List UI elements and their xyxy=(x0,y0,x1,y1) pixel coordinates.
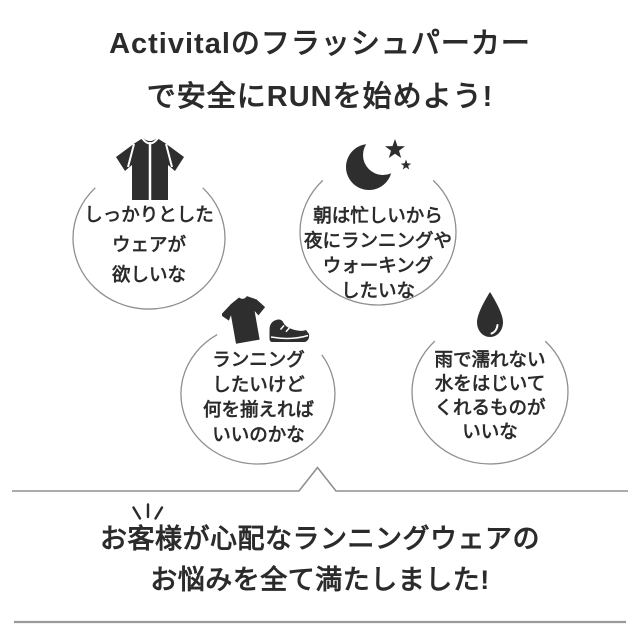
emphasis-sparkle-icon xyxy=(132,503,164,520)
bubble-3-text: ランニング したいけど 何を揃えれば いいのかな xyxy=(182,347,335,447)
separator-caret-line xyxy=(12,466,628,492)
footer-statement: お客様が心配なランニングウェアの お悩みを全て満たしました! xyxy=(0,519,640,601)
title-line-2: で安全にRUNを始めよう! xyxy=(146,81,494,113)
title-line-1: Activitalのフラッシュパーカー xyxy=(109,28,531,60)
bubble-line: いいのかな xyxy=(212,424,305,445)
bubble-line: 水をはじいて xyxy=(434,373,546,394)
bubble-line: いいな xyxy=(462,421,518,442)
footer-line-2: お悩みを全て満たしました! xyxy=(150,565,490,595)
moon-stars-icon xyxy=(346,139,412,190)
bubble-line: したいけど xyxy=(212,374,305,395)
water-drop-icon xyxy=(477,292,503,337)
bubble-1-text: しっかりとした ウェアが 欲しいな xyxy=(73,200,225,290)
bubble-4-circle xyxy=(411,340,569,465)
bubble-line: くれるものが xyxy=(434,397,546,418)
bubble-3-circle xyxy=(180,334,336,465)
footer-line-1: お客様が心配なランニングウェアの xyxy=(100,524,540,554)
bubble-line: 雨で濡れない xyxy=(434,349,546,370)
bubble-4-text: 雨で濡れない 水をはじいて くれるものが いいな xyxy=(412,348,568,444)
page-title: Activitalのフラッシュパーカー で安全にRUNを始めよう! xyxy=(0,18,640,124)
bubble-line: ウォーキング xyxy=(322,255,434,276)
bubble-line: 欲しいな xyxy=(111,264,186,285)
bubble-line: ランニング xyxy=(212,349,305,370)
tshirt-shoe-icon xyxy=(222,296,310,344)
bubble-line: ウェアが xyxy=(111,234,186,255)
bubble-2-circle xyxy=(299,179,457,306)
bubble-2-text: 朝は忙しいから 夜にランニングや ウォーキング したいな xyxy=(300,203,456,303)
bubble-line: 朝は忙しいから xyxy=(313,205,443,226)
zip-jersey-icon xyxy=(116,138,184,200)
bubble-1-circle xyxy=(72,187,226,310)
bubble-line: 何を揃えれば xyxy=(202,399,314,420)
bubble-line: したいな xyxy=(340,280,415,301)
bubble-line: しっかりとした xyxy=(84,204,214,225)
bubble-line: 夜にランニングや xyxy=(303,230,452,251)
